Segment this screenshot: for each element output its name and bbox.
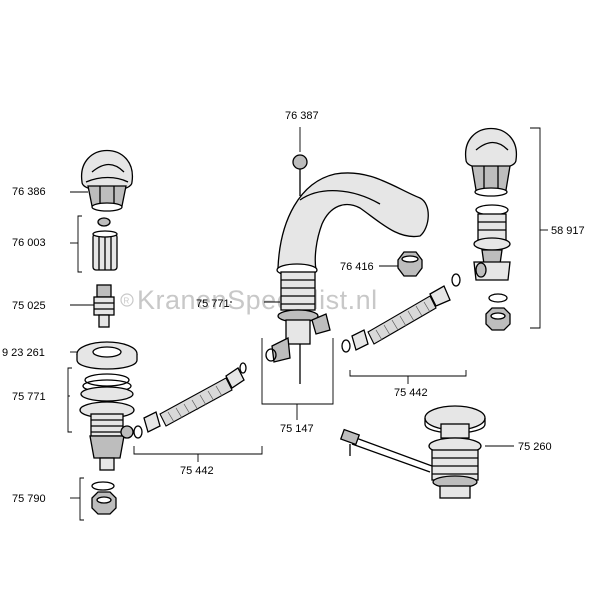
svg-text:R: R [124,297,130,306]
label-923261: 9 23 261 [2,347,45,359]
bracket-75442-left [133,446,263,455]
bracket-58917 [530,127,541,329]
label-76386: 76 386 [12,186,46,198]
part-cartridge-cap-left [92,217,118,271]
label-76416: 76 416 [340,261,374,273]
part-pop-up-waste [339,405,486,499]
part-spout [265,172,429,384]
label-75147: 75 147 [280,423,314,435]
left-column-leaders [67,191,94,521]
bracket-75442-right [349,370,467,377]
label-75771-left: 75 771 [12,391,46,403]
part-lift-rod [292,127,308,196]
part-cap-nut [397,251,423,277]
label-76387: 76 387 [285,110,319,122]
part-hose-right [341,273,461,353]
label-75790: 75 790 [12,493,46,505]
label-75442-right: 75 442 [394,387,428,399]
label-75771-center: 75 771 [196,298,230,310]
label-76003: 76 003 [12,237,46,249]
part-hose-left [133,362,247,439]
center-leaders [230,265,398,420]
label-75442-left: 75 442 [180,465,214,477]
label-75260: 75 260 [518,441,552,453]
label-58917: 58 917 [551,225,585,237]
part-handle-right [465,128,517,331]
part-body-left [79,373,135,471]
part-rosette-left [76,341,138,370]
label-75025: 75 025 [12,300,46,312]
watermark-text: KranenSpecialist.nl [137,285,378,315]
watermark: R KranenSpecialist.nl [120,285,378,315]
part-handle-knob-left [81,150,133,212]
part-headpart-left [93,284,115,328]
part-labels: 76 387 76 386 76 003 75 025 9 23 261 75 … [2,110,585,505]
part-nut-left [91,481,117,515]
